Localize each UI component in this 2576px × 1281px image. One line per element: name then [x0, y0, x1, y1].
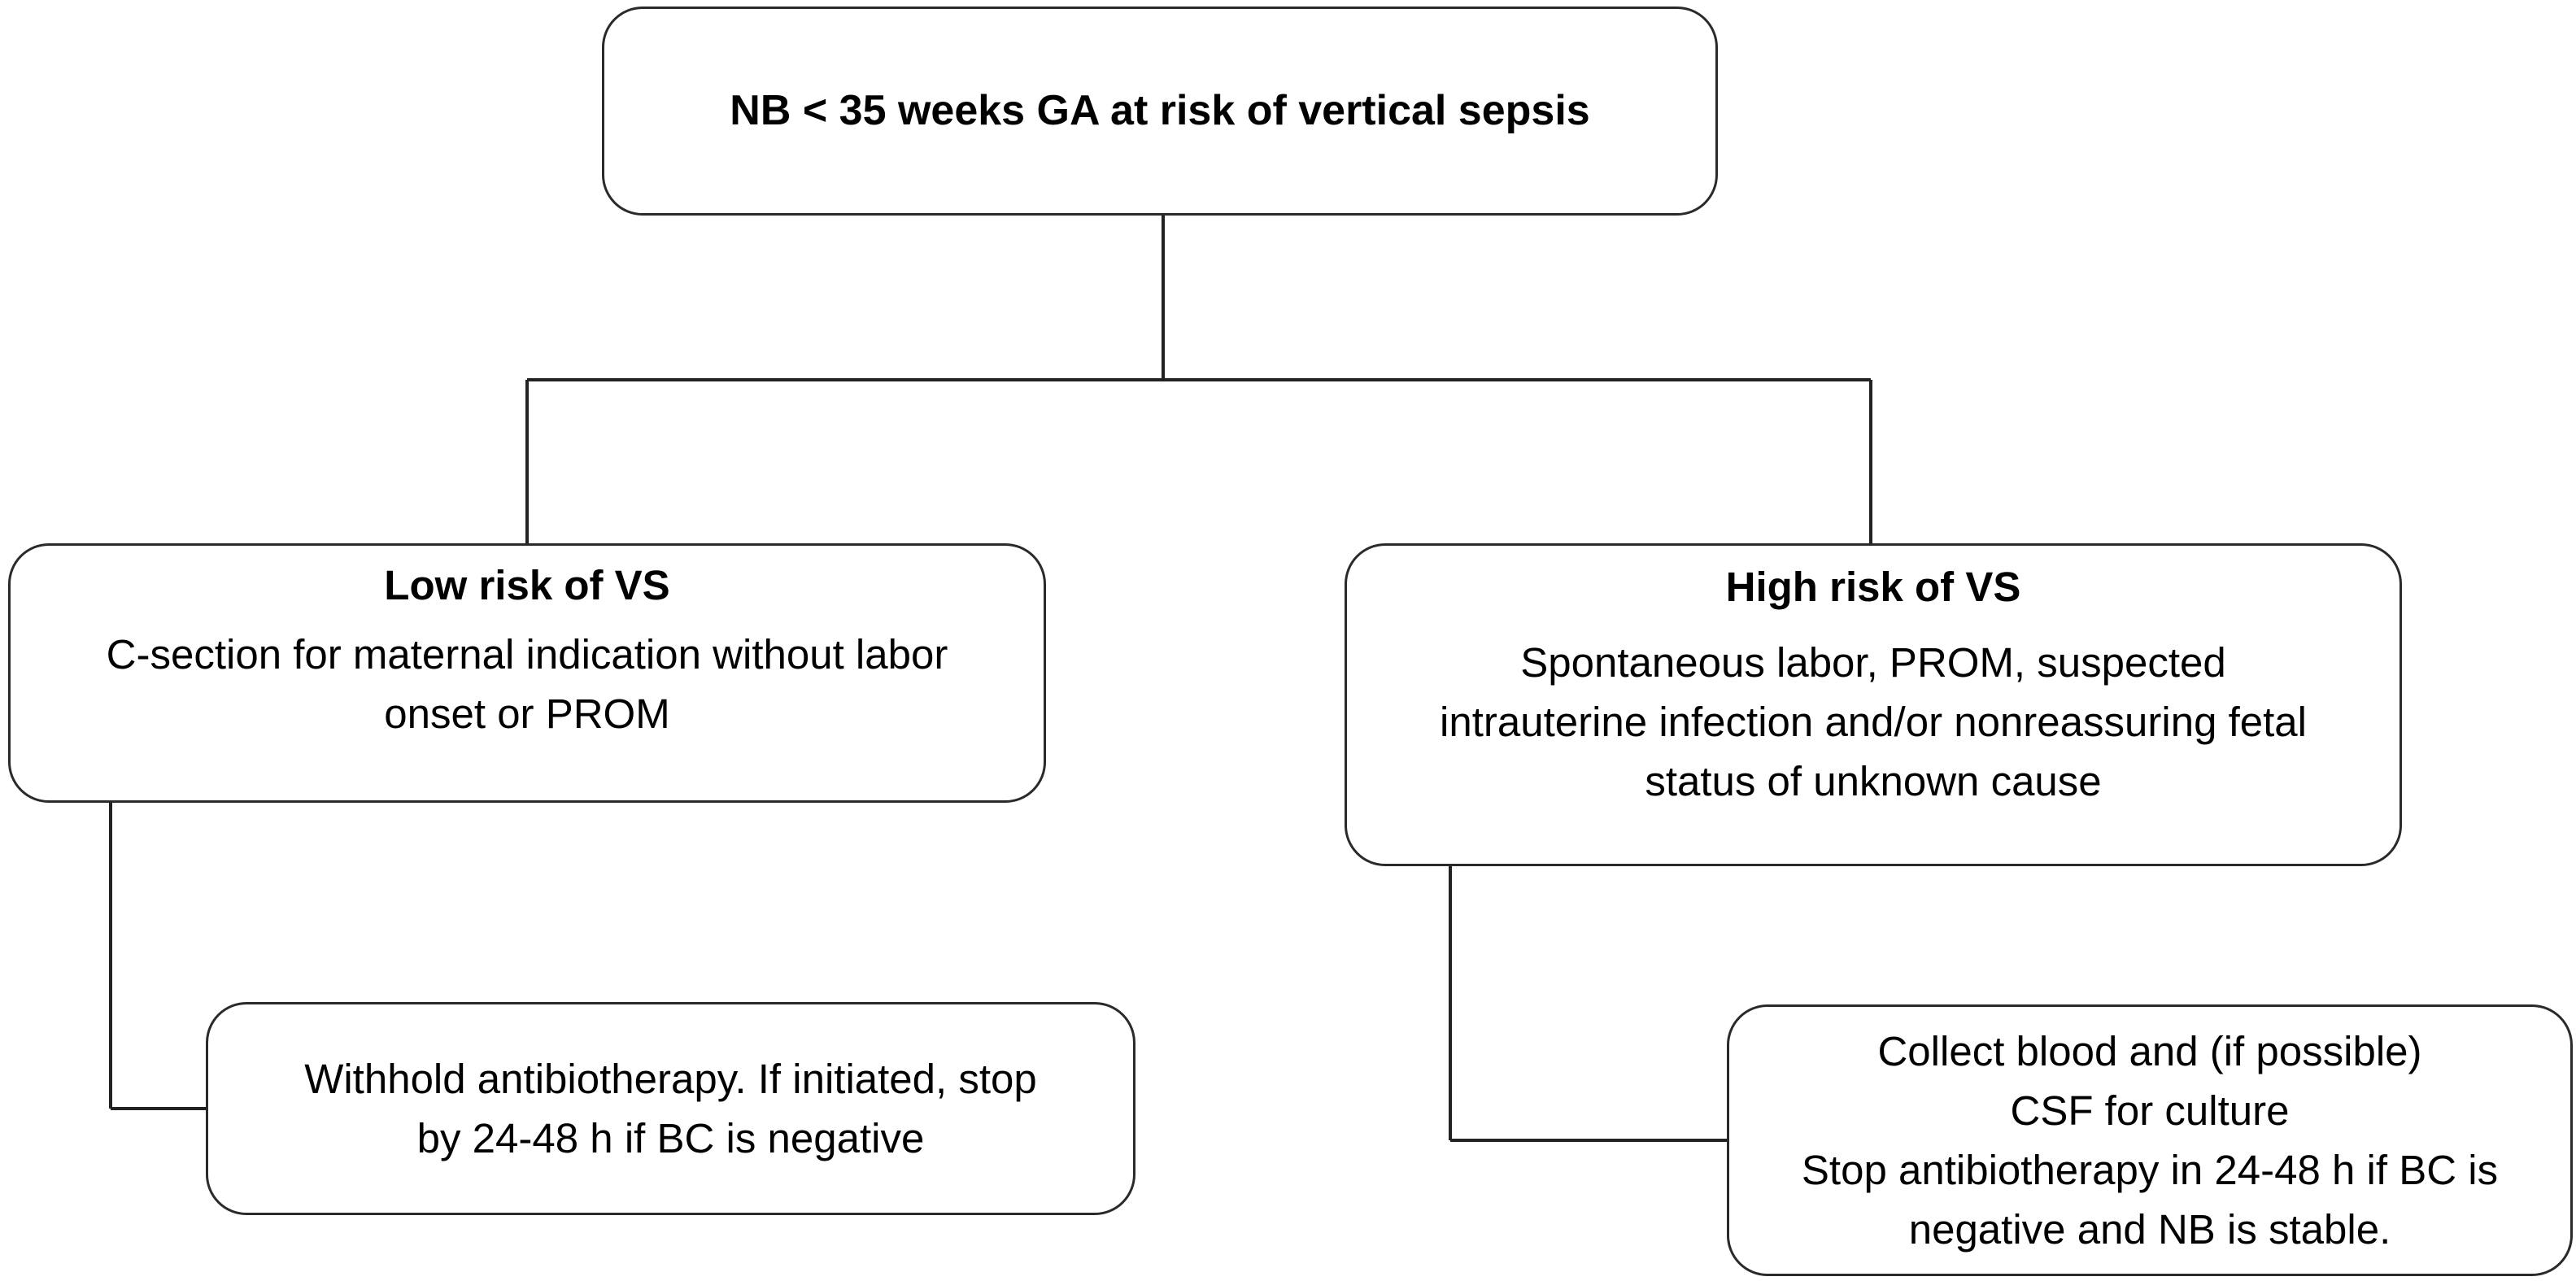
high-risk-line: intrauterine infection and/or nonreassur… — [1440, 699, 2307, 746]
low-risk-action-text: Withhold antibiotherapy. If initiated, s… — [304, 1049, 1037, 1168]
root-node: NB < 35 weeks GA at risk of vertical sep… — [602, 7, 1718, 216]
high-risk-title: High risk of VS — [1725, 564, 2021, 610]
high-risk-description: Spontaneous labor, PROM, suspected intra… — [1440, 633, 2307, 811]
low-risk-title: Low risk of VS — [384, 562, 670, 608]
low-risk-action-node: Withhold antibiotherapy. If initiated, s… — [206, 1002, 1135, 1215]
high-risk-action-line: negative and NB is stable. — [1908, 1206, 2391, 1253]
high-risk-node: High risk of VS Spontaneous labor, PROM,… — [1345, 543, 2402, 866]
low-risk-line: C-section for maternal indication withou… — [106, 631, 948, 678]
high-risk-line: Spontaneous labor, PROM, suspected — [1520, 639, 2226, 686]
high-risk-line: status of unknown cause — [1645, 758, 2102, 805]
root-node-title: NB < 35 weeks GA at risk of vertical sep… — [730, 87, 1590, 135]
high-risk-action-line: Collect blood and (if possible) — [1877, 1028, 2422, 1074]
high-risk-action-line: Stop antibiotherapy in 24-48 h if BC is — [1801, 1147, 2499, 1193]
low-risk-node: Low risk of VS C-section for maternal in… — [8, 543, 1046, 803]
low-risk-description: C-section for maternal indication withou… — [107, 625, 948, 743]
low-risk-action-line: Withhold antibiotherapy. If initiated, s… — [304, 1056, 1037, 1102]
high-risk-action-node: Collect blood and (if possible) CSF for … — [1727, 1004, 2573, 1276]
low-risk-line: onset or PROM — [384, 691, 670, 738]
high-risk-action-line: CSF for culture — [2010, 1087, 2290, 1134]
low-risk-action-line: by 24-48 h if BC is negative — [416, 1115, 925, 1161]
high-risk-action-text: Collect blood and (if possible) CSF for … — [1802, 1022, 2498, 1259]
